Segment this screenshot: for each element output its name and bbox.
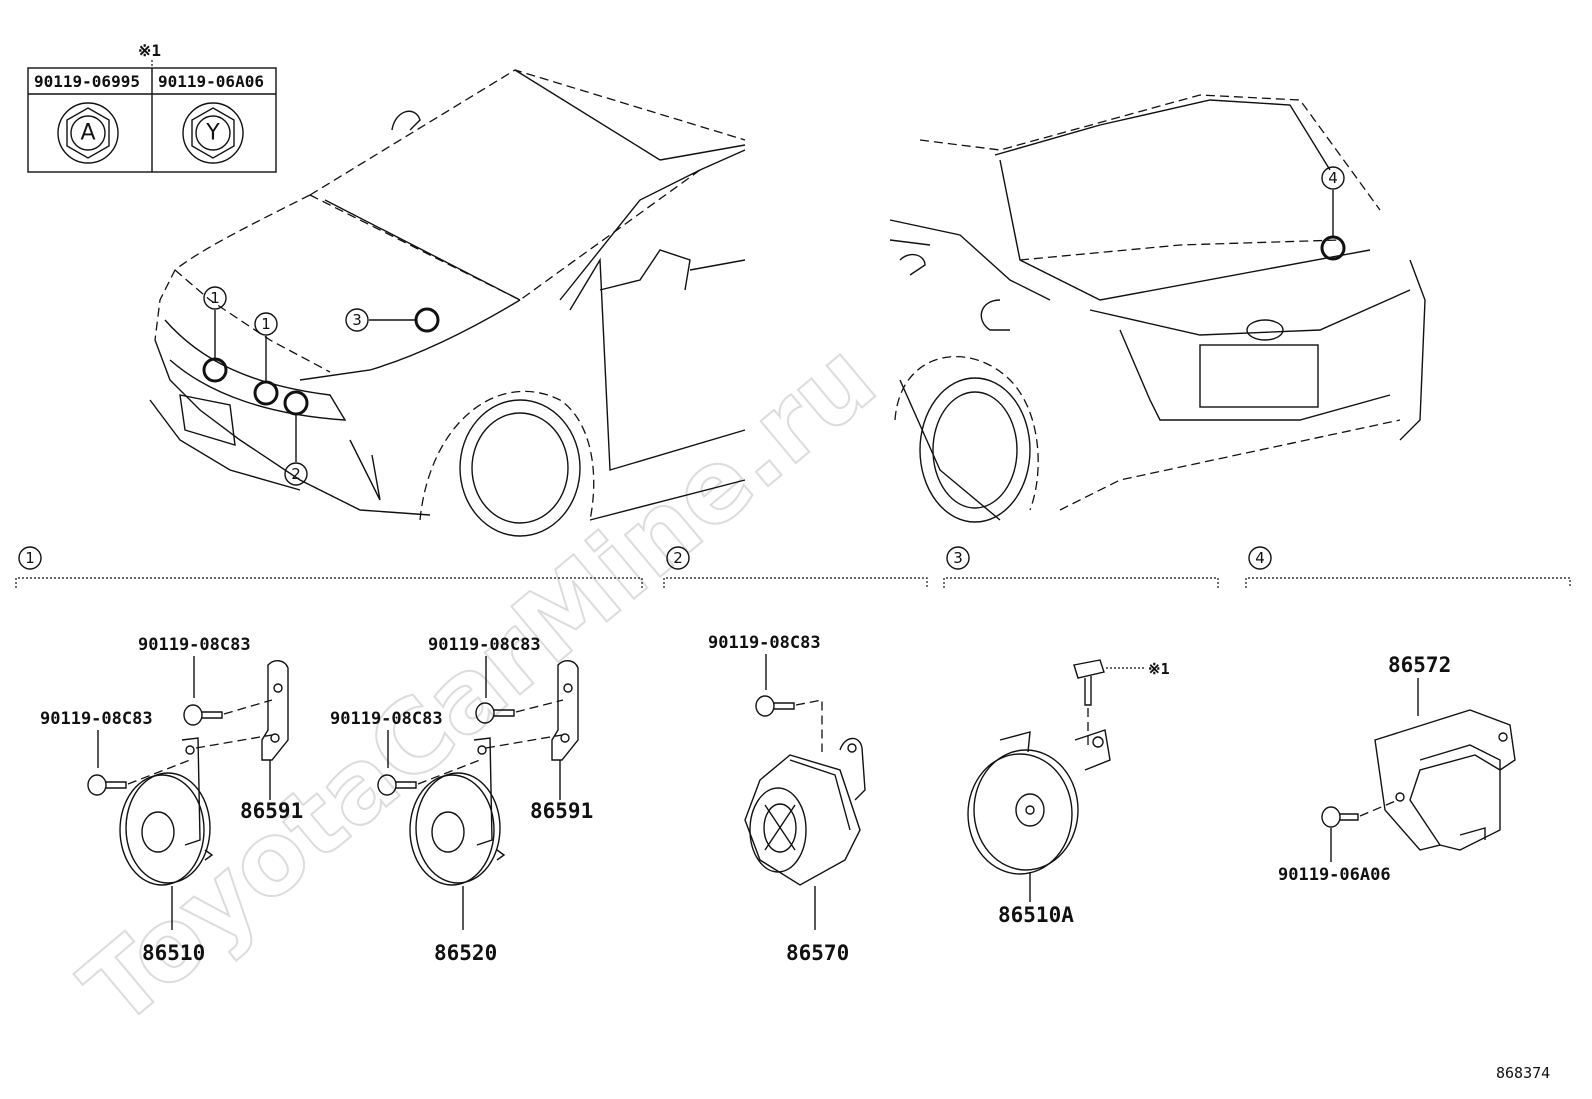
- diagram-id: 868374: [1496, 1064, 1550, 1082]
- sensor-86572: [1374, 709, 1516, 851]
- callout-badge: [254, 312, 278, 336]
- location-marker: [202, 357, 228, 383]
- group-badge-1: [18, 546, 42, 570]
- horn-86510: [119, 737, 214, 886]
- fastener-note-mark: ※1: [138, 41, 161, 60]
- part-label: 86591: [240, 799, 303, 823]
- bolt-icon: [755, 695, 795, 717]
- svg-text:3: 3: [352, 311, 362, 329]
- bolt-icon: [87, 774, 127, 796]
- svg-text:3: 3: [953, 549, 963, 567]
- bolt-head-y-icon: Y: [182, 102, 244, 164]
- part-label: 90119-08C83: [428, 635, 541, 655]
- bolt-icon: [183, 704, 223, 726]
- svg-text:Y: Y: [205, 121, 220, 146]
- bolt-icon: [475, 702, 515, 724]
- part-label: 86570: [786, 941, 849, 965]
- bolt-icon: [1073, 659, 1105, 706]
- group-headers: 1 2 3 4: [15, 546, 1571, 588]
- group-1-parts: 90119-08C83 90119-08C83 86591: [40, 635, 593, 965]
- horn-86510a: [967, 729, 1111, 875]
- watermark: ToyotaCarMine.ru: [60, 320, 897, 1049]
- bracket-86591: [261, 660, 289, 761]
- svg-text:2: 2: [673, 549, 683, 567]
- fastener-part-no-1: 90119-06995: [34, 72, 140, 91]
- part-label: 90119-08C83: [40, 709, 153, 729]
- callout-badge: [1321, 166, 1345, 190]
- callout-badge: [203, 286, 227, 310]
- group-badge-2: [666, 546, 690, 570]
- part-label: 86591: [530, 799, 593, 823]
- bracket-86591-b: [551, 660, 579, 761]
- part-label: 90119-06A06: [1278, 865, 1391, 885]
- svg-text:2: 2: [291, 465, 301, 483]
- part-label: 90119-08C83: [708, 633, 821, 653]
- fastener-part-no-2: 90119-06A06: [158, 72, 264, 91]
- bolt-head-a-icon: A: [57, 102, 119, 164]
- bolt-icon: [377, 774, 417, 796]
- location-marker: [253, 380, 279, 406]
- group-3-parts: ※1 86510A: [967, 659, 1170, 927]
- part-label: 86510: [142, 941, 205, 965]
- siren-86570: [744, 737, 866, 886]
- svg-text:4: 4: [1328, 169, 1338, 187]
- fastener-table: ※1 90119-06995 90119-06A06 A Y: [27, 41, 277, 173]
- svg-text:A: A: [80, 121, 95, 146]
- bolt-icon: [1321, 806, 1359, 828]
- part-label: 86520: [434, 941, 497, 965]
- rear-car-illustration: [889, 94, 1426, 523]
- group-4-parts: 86572 90119-06A06: [1278, 653, 1516, 885]
- callout-badge: [345, 308, 369, 332]
- front-car-illustration: [149, 69, 746, 537]
- location-marker: [283, 390, 309, 416]
- svg-text:1: 1: [261, 315, 271, 333]
- svg-text:1: 1: [25, 549, 35, 567]
- part-label: 90119-08C83: [330, 709, 443, 729]
- part-label: 90119-08C83: [138, 635, 251, 655]
- group-badge-4: [1248, 546, 1272, 570]
- svg-text:4: 4: [1255, 549, 1265, 567]
- svg-text:1: 1: [210, 289, 220, 307]
- location-marker: [414, 307, 440, 333]
- group-2-parts: 90119-08C83 86570: [708, 633, 866, 965]
- part-label: ※1: [1148, 660, 1170, 678]
- part-label: 86572: [1388, 653, 1451, 677]
- callout-badge: [284, 462, 308, 486]
- car-location-markers: 1 1 2 3 4: [202, 166, 1346, 486]
- horn-86520: [409, 737, 506, 886]
- part-label: 86510A: [998, 903, 1074, 927]
- group-badge-3: [946, 546, 970, 570]
